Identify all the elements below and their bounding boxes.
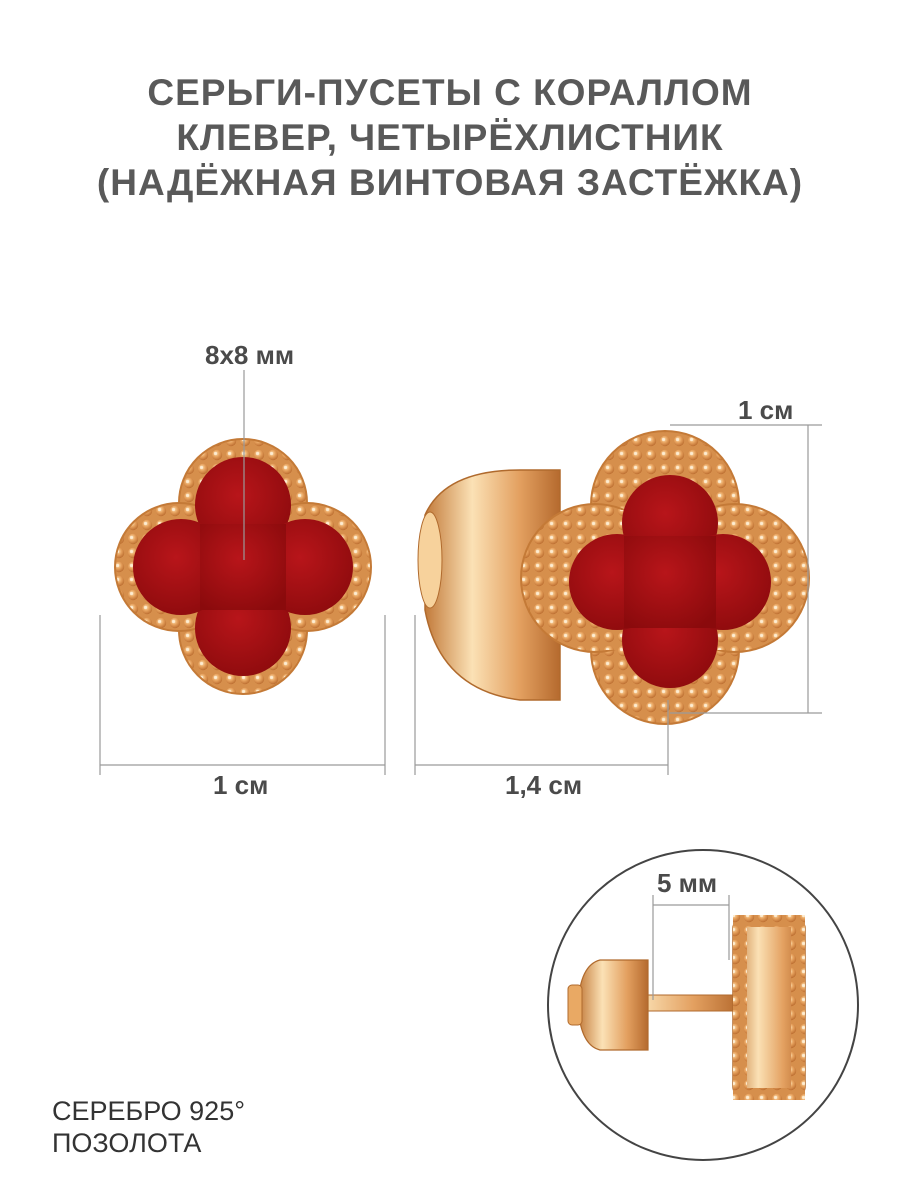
material-line-2: ПОЗОЛОТА [52,1128,202,1158]
title-line-1: СЕРЬГИ-ПУСЕТЫ С КОРАЛЛОМ [147,72,753,113]
title-line-3: (НАДЁЖНАЯ ВИНТОВАЯ ЗАСТЁЖКА) [96,162,804,203]
material-info: СЕРЕБРО 925° ПОЗОЛОТА [52,1095,245,1159]
clasp-loupe [547,849,859,1161]
clasp-size-label: 5 мм [657,868,718,898]
front-earring [114,438,372,695]
side-earring [417,430,810,725]
side-coral-insert [569,475,771,688]
front-width-label: 1 см [213,770,269,800]
side-width-label: 1,4 см [505,770,583,800]
dimension-lines [99,370,822,775]
height-label: 1 см [738,395,794,425]
front-coral-insert [133,457,353,676]
material-line-1: СЕРЕБРО 925° [52,1096,246,1126]
product-title: СЕРЬГИ-ПУСЕТЫ С КОРАЛЛОМ КЛЕВЕР, ЧЕТЫРЁХ… [0,70,900,205]
title-line-2: КЛЕВЕР, ЧЕТЫРЁХЛИСТНИК [176,117,724,158]
insert-size-label: 8х8 мм [205,340,295,370]
